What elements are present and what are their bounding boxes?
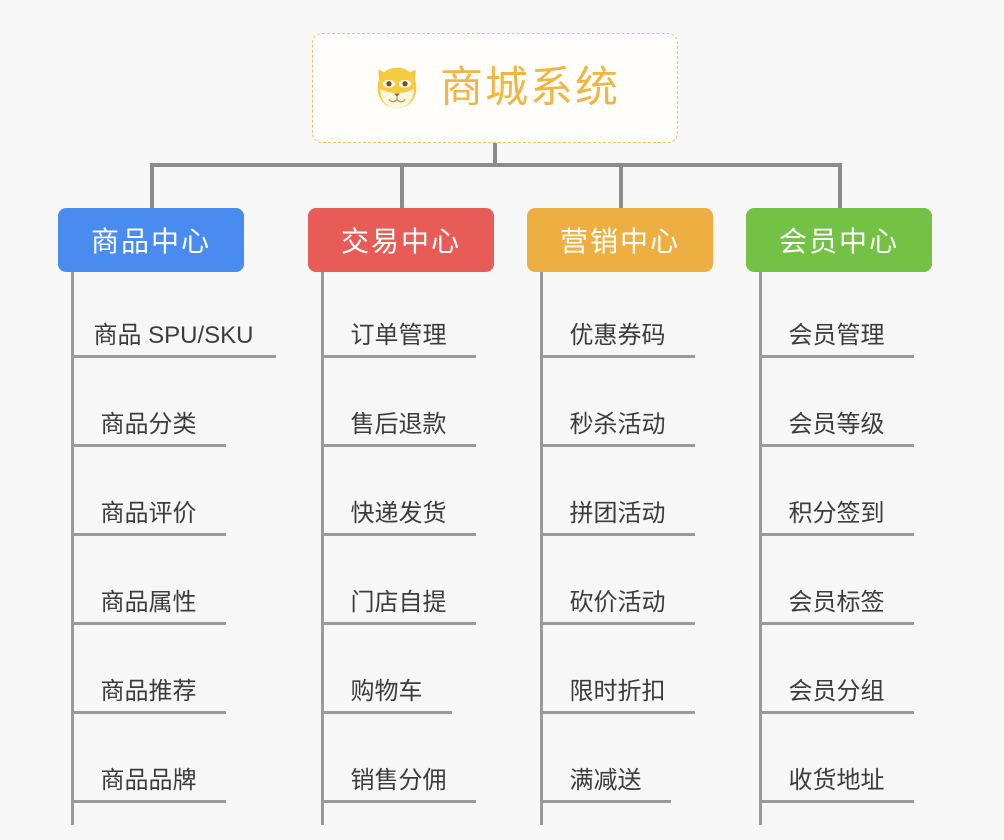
category-box-member-center[interactable]: 会员中心 <box>746 208 932 272</box>
leaf-label: 满减送 <box>569 767 642 795</box>
leaf-item[interactable]: 商品属性 <box>71 536 226 625</box>
connector-drop-member-center <box>838 163 842 208</box>
leaf-item[interactable]: 积分签到 <box>759 447 914 536</box>
leaf-item[interactable]: 优惠券码 <box>540 269 695 358</box>
connector-horizontal-bus <box>150 163 842 167</box>
leaf-label: 订单管理 <box>350 322 447 350</box>
leaf-label: 售后退款 <box>350 411 447 439</box>
category-box-trade-center[interactable]: 交易中心 <box>308 208 494 272</box>
connector-root-stem <box>493 143 497 165</box>
leaf-label: 会员分组 <box>788 678 885 706</box>
leaf-label: 会员标签 <box>788 589 885 617</box>
category-box-marketing-center[interactable]: 营销中心 <box>527 208 713 272</box>
leaf-label: 门店自提 <box>350 589 447 617</box>
leaf-item[interactable]: 商品品牌 <box>71 714 226 803</box>
column-spine-trade-center <box>321 272 324 825</box>
leaf-item[interactable]: 门店自提 <box>321 536 476 625</box>
leaf-item[interactable]: 砍价活动 <box>540 536 695 625</box>
root-title: 商城系统 <box>440 63 620 112</box>
category-label-member-center: 会员中心 <box>778 226 899 257</box>
leaf-label: 商品推荐 <box>100 678 197 706</box>
category-label-product-center: 商品中心 <box>90 226 211 257</box>
leaf-item[interactable]: 会员分组 <box>759 625 914 714</box>
leaf-label: 拼团活动 <box>569 500 666 528</box>
leaf-label: 优惠券码 <box>569 322 666 350</box>
leaf-item[interactable]: 商品 SPU/SKU <box>71 269 276 358</box>
leaf-label: 限时折扣 <box>569 678 666 706</box>
leaf-item[interactable]: 售后退款 <box>321 358 476 447</box>
leaf-item[interactable]: 秒杀活动 <box>540 358 695 447</box>
leaf-label: 商品分类 <box>100 411 197 439</box>
leaf-item[interactable]: 快递发货 <box>321 447 476 536</box>
connector-drop-product-center <box>150 163 154 208</box>
leaf-label: 商品属性 <box>100 589 197 617</box>
leaf-label: 商品评价 <box>100 500 197 528</box>
leaf-label: 快递发货 <box>350 500 447 528</box>
leaf-label: 收货地址 <box>788 767 885 795</box>
leaf-item[interactable]: 会员标签 <box>759 536 914 625</box>
root-node[interactable]: 商城系统 <box>312 33 678 143</box>
leaf-item[interactable]: 销售分佣 <box>321 714 476 803</box>
leaf-label: 砍价活动 <box>569 589 666 617</box>
leaf-item[interactable]: 限时折扣 <box>540 625 695 714</box>
leaf-item[interactable]: 商品推荐 <box>71 625 226 714</box>
connector-drop-marketing-center <box>619 163 623 208</box>
column-spine-member-center <box>759 272 762 825</box>
category-box-product-center[interactable]: 商品中心 <box>58 208 244 272</box>
leaf-label: 会员等级 <box>788 411 885 439</box>
leaf-label: 秒杀活动 <box>569 411 666 439</box>
leaf-label: 会员管理 <box>788 322 885 350</box>
leaf-item[interactable]: 购物车 <box>321 625 452 714</box>
connector-drop-trade-center <box>400 163 404 208</box>
leaf-item[interactable]: 订单管理 <box>321 269 476 358</box>
category-label-trade-center: 交易中心 <box>340 226 461 257</box>
leaf-label: 销售分佣 <box>350 767 447 795</box>
leaf-label: 商品品牌 <box>100 767 197 795</box>
column-spine-product-center <box>71 272 74 825</box>
category-label-marketing-center: 营销中心 <box>559 226 680 257</box>
leaf-label: 商品 SPU/SKU <box>93 322 254 350</box>
leaf-item[interactable]: 会员管理 <box>759 269 914 358</box>
column-spine-marketing-center <box>540 272 543 825</box>
leaf-label: 积分签到 <box>788 500 885 528</box>
leaf-item[interactable]: 拼团活动 <box>540 447 695 536</box>
leaf-item[interactable]: 商品评价 <box>71 447 226 536</box>
leaf-item[interactable]: 收货地址 <box>759 714 914 803</box>
leaf-item[interactable]: 商品分类 <box>71 358 226 447</box>
leaf-item[interactable]: 满减送 <box>540 714 671 803</box>
leaf-item[interactable]: 会员等级 <box>759 358 914 447</box>
leaf-label: 购物车 <box>350 678 423 706</box>
shiba-dog-face-icon <box>370 61 424 115</box>
